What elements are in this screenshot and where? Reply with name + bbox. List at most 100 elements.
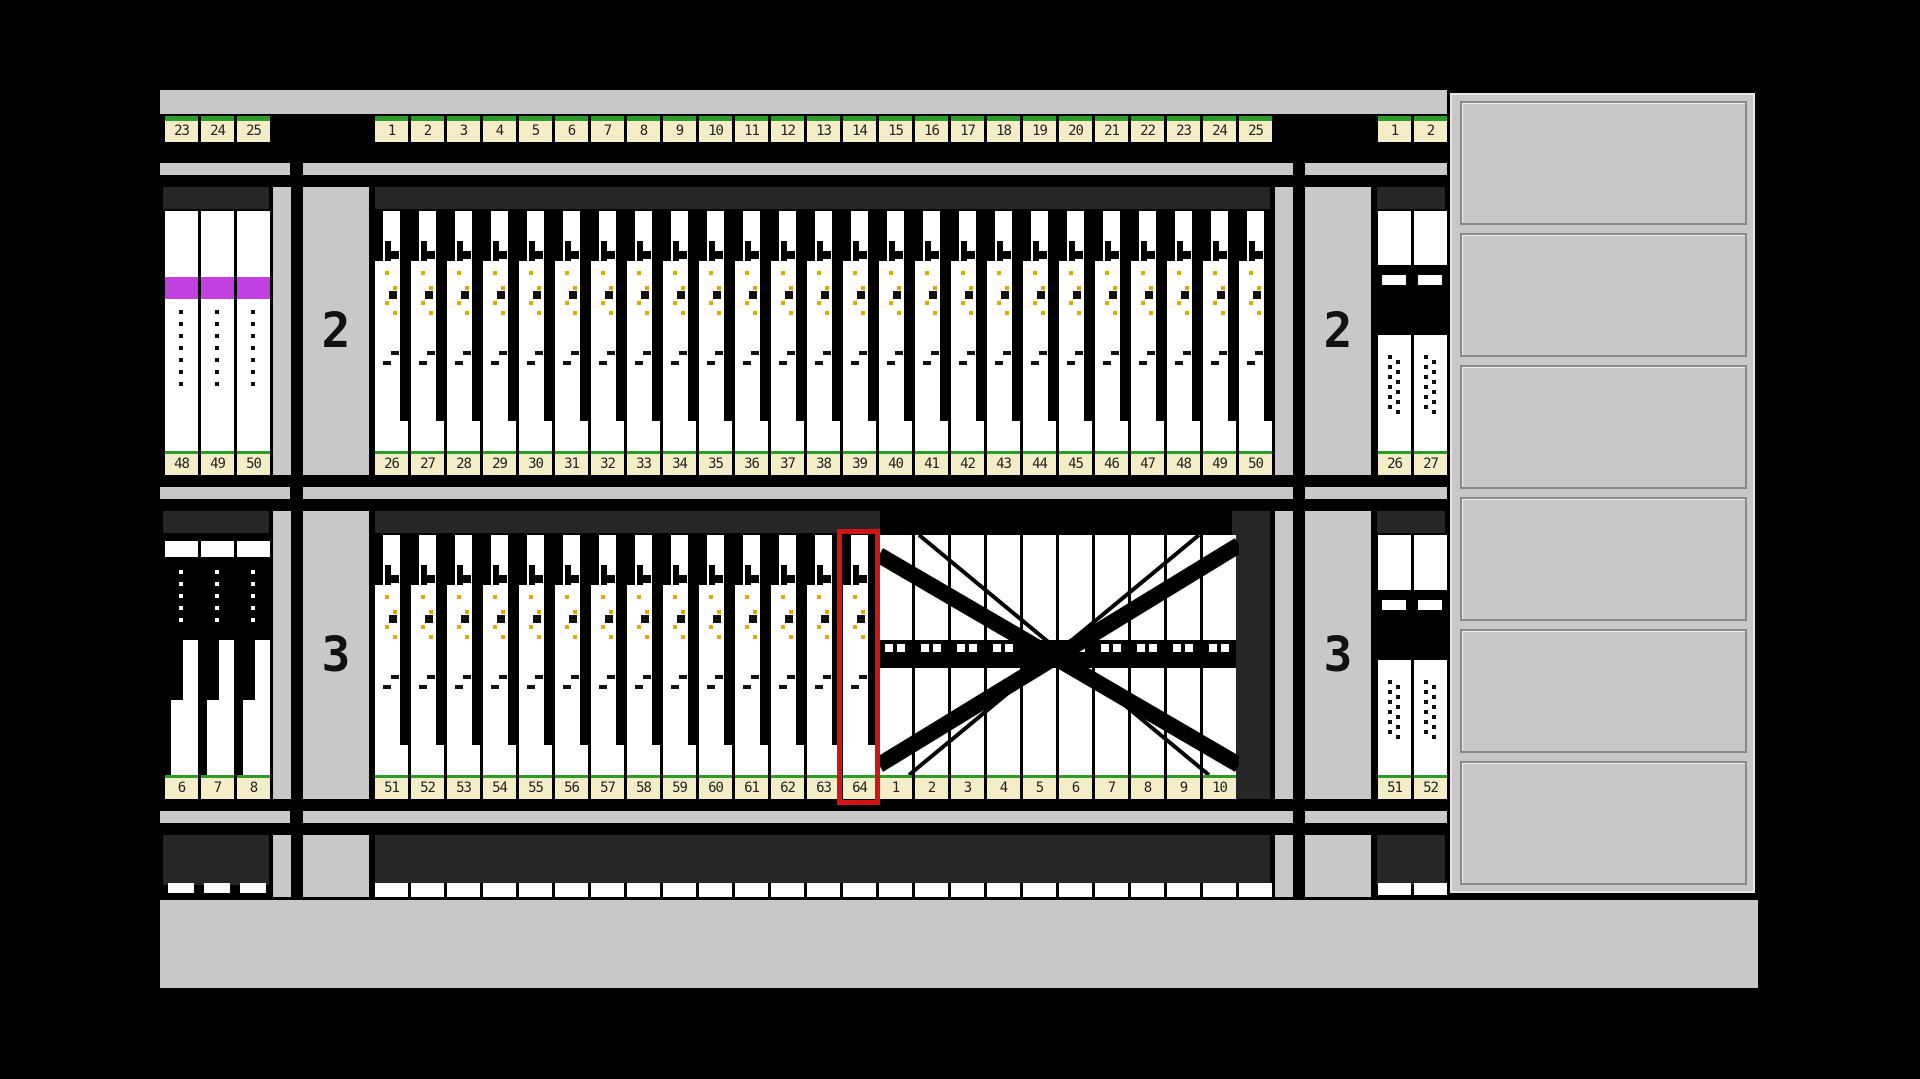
gold-detail: [637, 595, 641, 599]
partial-slot: [240, 883, 266, 893]
slot-caption: 7: [1095, 775, 1128, 799]
figure-shadow: [940, 211, 948, 421]
gold-detail: [565, 271, 569, 275]
item-detail: [1388, 710, 1392, 714]
partial-slot: [1095, 883, 1128, 897]
gold-detail: [1041, 286, 1045, 290]
figure-detail: [569, 291, 577, 299]
slot-caption: 20: [1059, 118, 1092, 142]
item-detail: [1388, 680, 1392, 684]
slot-caption: 22: [1131, 118, 1164, 142]
item-detail: [179, 358, 183, 362]
slot-caption: 2: [915, 775, 948, 799]
slot-caption: 62: [771, 775, 804, 799]
slot-caption: 43: [987, 451, 1020, 475]
figure-detail: [857, 615, 865, 623]
gold-detail: [1185, 286, 1189, 290]
side-menu-button-4[interactable]: [1460, 497, 1747, 621]
figure-ear: [427, 251, 435, 259]
gold-detail: [745, 625, 749, 629]
figure-ear: [853, 565, 859, 585]
gold-detail: [637, 271, 641, 275]
slot-header: [163, 835, 269, 885]
gold-detail: [681, 286, 685, 290]
partial-slot: [987, 883, 1020, 897]
gold-detail: [601, 625, 605, 629]
figure-shadow: [663, 211, 671, 261]
item-detail: [1424, 395, 1428, 399]
figure-detail: [887, 361, 895, 365]
side-menu-button-2[interactable]: [1460, 233, 1747, 357]
slot-caption: 45: [1059, 451, 1092, 475]
item-detail: [1432, 360, 1436, 364]
side-menu-button-3[interactable]: [1460, 365, 1747, 489]
item-detail: [179, 322, 183, 326]
figure-shadow: [483, 535, 491, 585]
gold-detail: [1005, 311, 1009, 315]
figure-ear: [385, 241, 391, 261]
gold-detail: [537, 311, 541, 315]
gold-detail: [861, 311, 865, 315]
figure-ear: [421, 241, 427, 261]
item-detail: [179, 606, 183, 610]
slot-caption: 8: [1131, 775, 1164, 799]
figure-shadow: [1084, 211, 1092, 421]
message-bar: [160, 900, 1758, 988]
gold-detail: [717, 635, 721, 639]
item-slot[interactable]: [237, 211, 270, 451]
gold-detail: [673, 595, 677, 599]
gold-detail: [637, 625, 641, 629]
partial-slot: [951, 883, 984, 897]
shelf-bar: [1305, 487, 1447, 499]
figure-ear: [925, 241, 931, 261]
figure-shadow: [616, 211, 624, 421]
item-detail: [251, 358, 255, 362]
item-slot[interactable]: [201, 211, 234, 451]
figure-detail: [533, 615, 541, 623]
item-detail: [1424, 720, 1428, 724]
gold-detail: [1069, 301, 1073, 305]
gold-detail: [457, 301, 461, 305]
item-slot[interactable]: [165, 211, 198, 451]
gold-detail: [529, 271, 533, 275]
gold-detail: [573, 311, 577, 315]
figure-shadow: [652, 535, 660, 745]
figure-shadow: [843, 211, 851, 261]
figure-detail: [605, 291, 613, 299]
item-detail: [1424, 690, 1428, 694]
item-detail: [1424, 710, 1428, 714]
figure-shadow: [436, 535, 444, 745]
gold-detail: [421, 625, 425, 629]
gold-detail: [645, 286, 649, 290]
gold-detail: [501, 286, 505, 290]
figure-detail: [425, 291, 433, 299]
gold-detail: [457, 271, 461, 275]
gold-detail: [1069, 271, 1073, 275]
gold-detail: [789, 311, 793, 315]
gold-detail: [753, 311, 757, 315]
figure-detail: [641, 291, 649, 299]
item-detail: [1388, 365, 1392, 369]
figure-ear: [997, 241, 1003, 261]
gold-detail: [789, 610, 793, 614]
item-detail: [1396, 705, 1400, 709]
gold-detail: [1033, 271, 1037, 275]
item-marker: [165, 277, 198, 299]
figure-detail: [1103, 361, 1111, 365]
figure-shadow: [771, 211, 779, 261]
figure-ear: [1039, 251, 1047, 259]
top-shelf-strip: [160, 90, 1447, 114]
partial-slot: [663, 883, 696, 897]
gold-detail: [501, 635, 505, 639]
side-menu-button-5[interactable]: [1460, 629, 1747, 753]
side-menu-button-1[interactable]: [1460, 101, 1747, 225]
figure-shadow: [915, 211, 923, 261]
figure-ear: [643, 575, 651, 583]
figure-detail: [851, 361, 859, 365]
slot-caption: 21: [1095, 118, 1128, 142]
figure-shadow: [868, 535, 876, 745]
figure-ear: [637, 565, 643, 585]
item-detail: [1424, 365, 1428, 369]
figure-detail: [823, 351, 831, 355]
side-menu-button-6[interactable]: [1460, 761, 1747, 885]
